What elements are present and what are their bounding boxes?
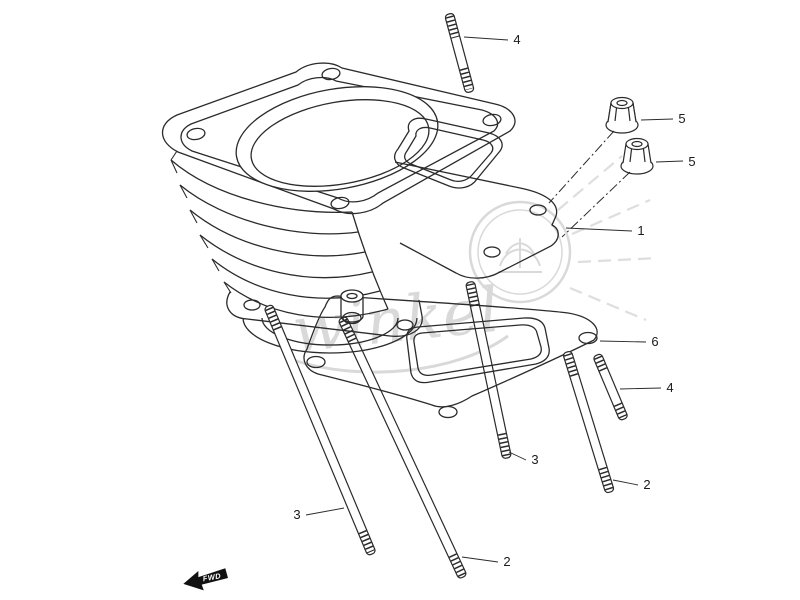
cylinder-base-flange — [226, 291, 423, 337]
flange-nut-upper — [605, 96, 639, 134]
stud-body — [562, 350, 615, 494]
cylinder-stud-left-3 — [264, 304, 376, 556]
callout-mid-stud: 3 — [531, 452, 538, 467]
flange-stud-hole — [529, 204, 547, 216]
leader-line — [463, 36, 509, 41]
nut-hole — [631, 140, 643, 148]
leader-line — [612, 479, 639, 486]
fin-left-edges — [170, 150, 232, 294]
cylinder-block — [161, 62, 559, 354]
cylinder-top-deck-inner-line — [180, 76, 499, 203]
nut-hole — [616, 99, 628, 107]
leader-line — [461, 556, 499, 563]
cylinder-stud-mid-3 — [465, 281, 512, 459]
stud-body — [593, 353, 628, 421]
leader-line — [508, 451, 527, 461]
callout-top-stud: 4 — [513, 32, 520, 47]
watermark-emblem-inner-ring — [477, 209, 563, 295]
nut-top — [610, 96, 634, 110]
cylinder-right-flange — [394, 161, 559, 279]
cylinder-stud-right-4 — [593, 353, 628, 421]
cam-chain-opening-inner — [404, 126, 494, 182]
deck-bolt-hole — [330, 196, 350, 210]
gasket-opening-outer — [406, 317, 550, 384]
gasket-stud-hole — [438, 405, 458, 419]
watermark-emblem-outer-ring — [468, 200, 572, 304]
gasket-stud-hole — [306, 355, 326, 369]
base-flange-hole — [396, 319, 414, 331]
leader-line — [640, 118, 674, 121]
callout-leaders — [305, 36, 684, 563]
fwd-arrow-icon — [183, 568, 228, 591]
nut-centerline — [548, 130, 615, 204]
cooling-fins — [170, 159, 389, 318]
sleeve-hole — [346, 292, 358, 300]
gasket-stud-hole — [578, 331, 598, 345]
stud-body — [264, 304, 376, 556]
gasket-opening-inner — [413, 324, 542, 376]
callout-left-long-stud: 3 — [293, 507, 300, 522]
cylinder-stud-top-4 — [444, 13, 475, 93]
sleeve-bottom — [340, 315, 364, 323]
nut-centerline — [561, 171, 631, 238]
leader-line — [655, 160, 684, 163]
callout-numbers: 4 5 5 1 6 4 2 3 3 2 — [293, 32, 695, 569]
dowel-sleeve — [340, 289, 364, 323]
sleeve-top — [340, 289, 364, 303]
nut-facet-lines — [607, 102, 637, 123]
callout-nut-lower: 5 — [688, 154, 695, 169]
leader-line — [305, 507, 345, 516]
flange-nut-lower — [620, 137, 654, 175]
leader-line — [565, 227, 633, 232]
deck-bolt-hole — [321, 67, 341, 81]
leader-line — [599, 340, 647, 343]
callout-nut-upper: 5 — [678, 111, 685, 126]
callout-base-gasket: 6 — [651, 334, 658, 349]
fwd-marker: FWD — [183, 568, 228, 591]
callout-cylinder: 1 — [637, 223, 644, 238]
callout-mid-long-stud: 2 — [503, 554, 510, 569]
watermark-rays — [557, 155, 659, 322]
stud-thread-bottom — [459, 67, 474, 91]
leader-line — [619, 387, 662, 390]
base-flange-hole — [243, 299, 261, 311]
flange-stud-hole — [483, 246, 501, 258]
watermark-emblem-crest — [498, 238, 542, 273]
cylinder-liner — [261, 317, 399, 346]
deck-bolt-hole — [186, 127, 206, 141]
base-gasket — [303, 289, 598, 419]
cylinder-stud-right-2 — [562, 350, 615, 494]
stud-body — [465, 281, 512, 459]
fwd-label: FWD — [202, 571, 222, 583]
callout-right-long-stud: 2 — [643, 477, 650, 492]
callout-right-stud: 4 — [666, 380, 673, 395]
nut-facet-lines — [622, 143, 652, 164]
deck-bolt-hole — [482, 113, 502, 127]
sleeve-sides — [340, 296, 364, 316]
gasket-stud-hole — [342, 311, 362, 325]
nut-top — [625, 137, 649, 151]
